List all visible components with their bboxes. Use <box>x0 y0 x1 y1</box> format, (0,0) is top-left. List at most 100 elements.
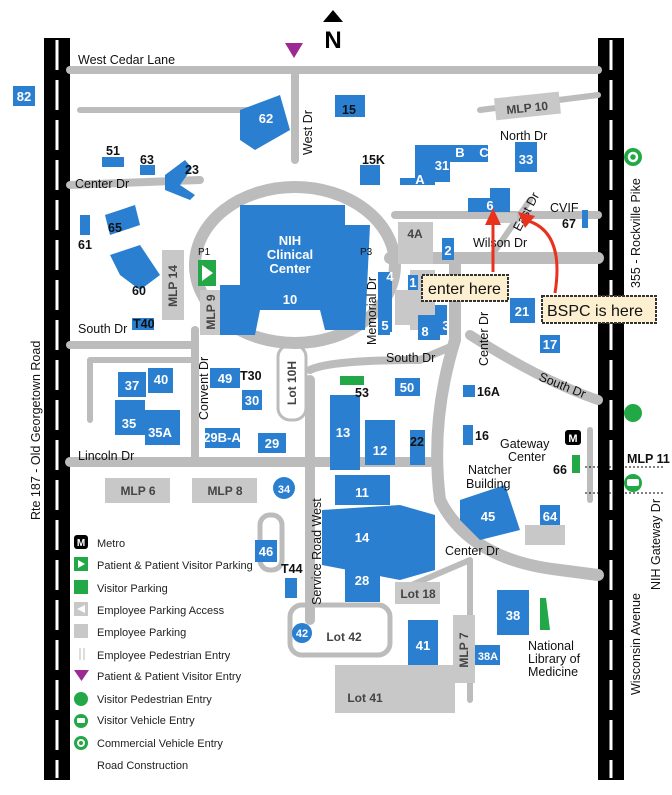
north-arrow: N <box>323 10 343 54</box>
lot-10h: Lot 10H <box>285 361 299 405</box>
legend-label: Employee Parking <box>97 627 186 639</box>
road-lincoln-dr: Lincoln Dr <box>78 449 134 463</box>
legend: M Metro Patient & Patient Visitor Parkin… <box>74 535 253 772</box>
road-wilson-dr: Wilson Dr <box>473 236 527 250</box>
building-38: 38 <box>506 608 520 623</box>
legend-metro-glyph: M <box>77 538 85 549</box>
building-4: 4 <box>386 269 394 284</box>
natcher-label-2: Building <box>466 477 511 491</box>
building-21: 21 <box>515 304 529 319</box>
lot-mlp9: MLP 9 <box>204 294 218 329</box>
nlm-label-3: Medicine <box>528 665 578 679</box>
legend-label: Visitor Vehicle Entry <box>97 715 195 727</box>
road-rte187: Rte 187 - Old Georgetown Road <box>29 341 43 520</box>
p3-label: P3 <box>360 247 373 258</box>
bspc-annotation: BSPC is here <box>518 212 657 324</box>
road-west-dr: West Dr <box>301 110 315 155</box>
building-38a: 38A <box>478 651 498 663</box>
building-62: 62 <box>259 111 273 126</box>
natcher-label-1: Natcher <box>468 463 512 477</box>
building-14: 14 <box>355 530 370 545</box>
nlm-label-2: Library of <box>528 652 581 666</box>
building-82: 82 <box>17 89 31 104</box>
road-wisconsin-avenue: Wisconsin Avenue <box>629 593 643 695</box>
legend-label: Employee Parking Access <box>97 605 225 617</box>
legend-label: Visitor Parking <box>97 583 168 595</box>
building-8: 8 <box>421 324 428 339</box>
legend-label: Road Construction <box>97 760 188 772</box>
p1-label: P1 <box>198 247 211 258</box>
building-10: 10 <box>283 292 297 307</box>
building-12: 12 <box>373 443 387 458</box>
building-cvif: CVIF <box>550 201 579 215</box>
building-65: 65 <box>108 221 122 235</box>
building-35a: 35A <box>148 425 172 440</box>
building-31: 31 <box>435 158 449 173</box>
building-29b-a: 29B-A <box>203 430 241 445</box>
building-15k: 15K <box>362 153 385 167</box>
gateway-center-label-2: Center <box>508 450 546 464</box>
legend-visitor-parking-icon <box>74 580 88 594</box>
legend-label: Metro <box>97 538 125 550</box>
lot-18: Lot 18 <box>400 587 436 601</box>
road-north-dr: North Dr <box>500 129 547 143</box>
building-t30: T30 <box>240 369 262 383</box>
building-16a: 16A <box>477 385 500 399</box>
lot-41: Lot 41 <box>347 691 383 705</box>
gateway-center-label-1: Gateway <box>500 437 550 451</box>
building-17: 17 <box>543 337 557 352</box>
nlm-label-1: National <box>528 639 574 653</box>
compass-n: N <box>324 27 341 54</box>
patient-entry-marker <box>285 43 303 58</box>
clinical-center-label-3: Center <box>269 261 310 276</box>
building-42: 42 <box>296 628 308 640</box>
building-23: 23 <box>185 163 199 177</box>
road-south-dr-east: South Dr <box>537 370 588 401</box>
road-south-dr-west: South Dr <box>78 322 127 336</box>
buildings <box>13 86 588 665</box>
legend-metro-icon <box>74 535 88 549</box>
road-center-dr-vertical: Center Dr <box>477 312 491 366</box>
metro-icon <box>565 430 581 445</box>
highway-right <box>598 38 624 780</box>
building-31a: A <box>415 172 425 187</box>
legend-visitor-pedestrian-entry-icon <box>74 692 88 706</box>
lot-mlp10: MLP 10 <box>506 99 549 117</box>
building-15: 15 <box>342 103 356 117</box>
building-31b: B <box>455 145 464 160</box>
building-66: 66 <box>553 463 567 477</box>
building-34: 34 <box>278 484 291 496</box>
legend-label: Commercial Vehicle Entry <box>97 738 223 750</box>
building-31c: C <box>479 145 489 160</box>
road-west-cedar-lane: West Cedar Lane <box>78 53 175 67</box>
building-41: 41 <box>416 638 430 653</box>
legend-label: Patient & Patient Visitor Entry <box>97 671 242 683</box>
building-2: 2 <box>444 243 451 258</box>
building-49: 49 <box>218 371 232 386</box>
road-south-dr-center: South Dr <box>386 351 435 365</box>
road-center-dr-south: Center Dr <box>445 544 499 558</box>
building-11: 11 <box>355 485 369 500</box>
lot-mlp14: MLP 14 <box>166 265 180 307</box>
building-22: 22 <box>410 435 424 449</box>
lot-42: Lot 42 <box>326 630 362 644</box>
building-50: 50 <box>400 380 414 395</box>
legend-label: Visitor Pedestrian Entry <box>97 694 212 706</box>
road-memorial-dr: Memorial Dr <box>365 277 379 345</box>
building-28: 28 <box>355 573 369 588</box>
enter-here-label: enter here <box>428 281 501 298</box>
building-63: 63 <box>140 153 154 167</box>
legend-commercial-vehicle-entry-icon <box>74 736 88 750</box>
legend-employee-parking-icon <box>74 624 88 638</box>
road-rockville-pike: 355 - Rockville Pike <box>629 178 643 288</box>
road-nih-gateway-dr: NIH Gateway Dr <box>649 499 663 590</box>
road-labels: West Cedar Lane Rte 187 - Old Georgetown… <box>29 53 663 695</box>
enter-here-annotation: enter here <box>421 208 509 302</box>
building-61: 61 <box>78 238 92 252</box>
building-53: 53 <box>355 386 369 400</box>
lot-mlp8: MLP 8 <box>207 484 242 498</box>
building-33: 33 <box>519 152 533 167</box>
building-46: 46 <box>259 544 273 559</box>
building-37: 37 <box>125 378 139 393</box>
